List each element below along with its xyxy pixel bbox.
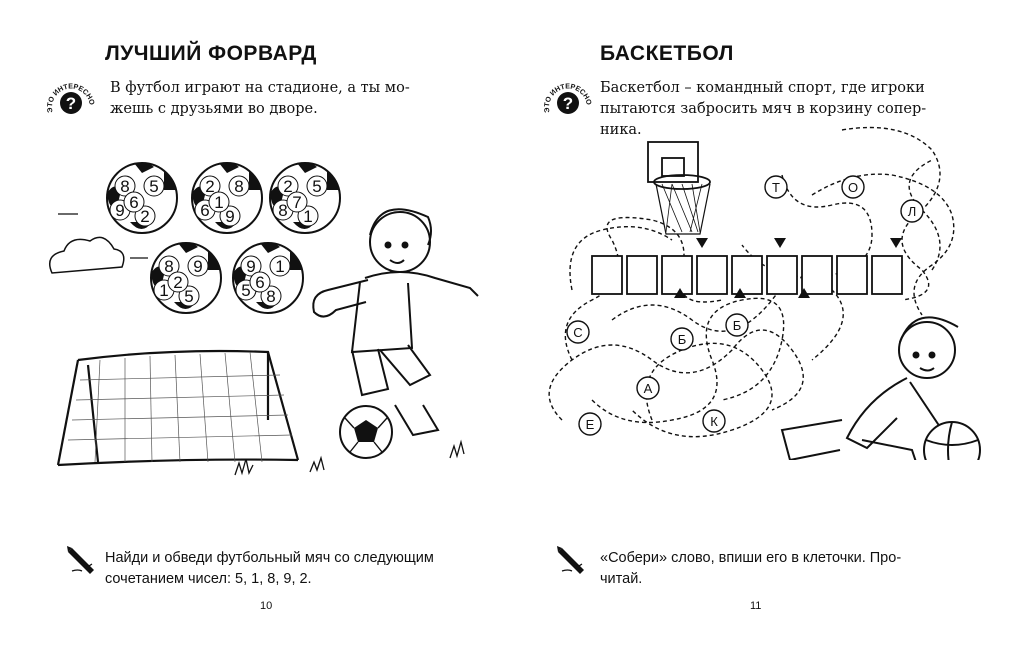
page-number-left: 10 xyxy=(260,600,273,612)
ball-number: 1 xyxy=(214,193,223,212)
svg-text:Б: Б xyxy=(733,318,742,333)
intro-text-left: В футбол играют на стадионе, а ты мо- же… xyxy=(110,78,472,120)
svg-text:Б: Б xyxy=(678,332,687,347)
ground-soccer-ball-drawing xyxy=(339,405,393,459)
ball-number: 8 xyxy=(164,257,173,276)
interesting-fact-badge-left: ЭТО ИНТЕРЕСНО ? xyxy=(46,81,96,114)
ball-number: 7 xyxy=(292,193,301,212)
intro-line: ника. xyxy=(600,122,642,138)
answer-grid xyxy=(591,255,903,295)
answer-cell[interactable] xyxy=(661,255,693,295)
maze-letter: Б xyxy=(670,327,694,351)
intro-line: жешь с друзьями во дворе. xyxy=(110,101,318,117)
svg-text:Л: Л xyxy=(908,204,917,219)
answer-cell[interactable] xyxy=(836,255,868,295)
ball-number: 2 xyxy=(205,177,214,196)
pencil-icon xyxy=(557,546,584,574)
answer-cell[interactable] xyxy=(696,255,728,295)
maze-letter: Б xyxy=(725,313,749,337)
basketball-hoop-drawing xyxy=(647,141,711,235)
ball-number: 5 xyxy=(149,177,158,196)
cloud-drawing xyxy=(49,236,125,274)
answer-cell[interactable] xyxy=(871,255,903,295)
ball-number: 9 xyxy=(225,207,234,226)
svg-text:К: К xyxy=(710,414,718,429)
maze-letter: С xyxy=(566,320,590,344)
svg-text:С: С xyxy=(573,325,582,340)
svg-text:Е: Е xyxy=(586,417,595,432)
answer-cell[interactable] xyxy=(626,255,658,295)
ball-number: 6 xyxy=(129,193,138,212)
goal-drawing xyxy=(56,349,300,467)
svg-text:?: ? xyxy=(563,94,573,113)
svg-text:А: А xyxy=(644,381,653,396)
intro-line: пытаются забросить мяч в корзину сопер- xyxy=(600,101,927,117)
ball-number: 1 xyxy=(159,281,168,300)
intro-line: В футбол играют на стадионе, а ты мо- xyxy=(110,80,410,96)
ball-number: 8 xyxy=(120,177,129,196)
goal-and-player-illustration xyxy=(56,208,479,476)
task-line: сочетанием чисел: 5, 1, 8, 9, 2. xyxy=(105,571,312,587)
ball-number: 9 xyxy=(193,257,202,276)
intro-text-right: Баскетбол – командный спорт, где игроки … xyxy=(600,78,962,141)
ball-number: 1 xyxy=(275,257,284,276)
ball-number: 6 xyxy=(200,201,209,220)
svg-text:Т: Т xyxy=(772,180,780,195)
ball-number: 5 xyxy=(241,281,250,300)
intro-line: Баскетбол – командный спорт, где игроки xyxy=(600,80,925,96)
maze-letter: Е xyxy=(578,412,602,436)
answer-cell[interactable] xyxy=(801,255,833,295)
ball-number: 8 xyxy=(266,287,275,306)
right-page: БАСКЕТБОЛ ЭТО ИНТЕРЕСНО ? Баскетбол – ко… xyxy=(512,0,1024,663)
ball-number: 2 xyxy=(173,273,182,292)
task-line: «Собери» слово, впиши его в клеточки. Пр… xyxy=(600,550,902,566)
ball-number: 6 xyxy=(255,273,264,292)
task-line: читай. xyxy=(600,571,643,587)
svg-text:О: О xyxy=(848,180,858,195)
left-page: ЛУЧШИЙ ФОРВАРД ЭТО ИНТЕРЕСНО ? В футбол … xyxy=(46,42,485,612)
page-title-left: ЛУЧШИЙ ФОРВАРД xyxy=(105,42,317,65)
basketball-player-drawing xyxy=(780,316,981,460)
maze-letter: Т xyxy=(764,175,788,199)
soccer-player-drawing xyxy=(312,208,479,437)
ball-number: 8 xyxy=(278,201,287,220)
maze-letter: К xyxy=(702,409,726,433)
ball-number: 9 xyxy=(246,257,255,276)
ball-number: 5 xyxy=(312,177,321,196)
page-number-right: 11 xyxy=(750,600,762,612)
interesting-fact-badge-right: ЭТО ИНТЕРЕСНО ? xyxy=(543,81,593,114)
ball-number: 8 xyxy=(234,177,243,196)
ball-number: 1 xyxy=(303,207,312,226)
svg-text:?: ? xyxy=(66,94,76,113)
ball-number: 2 xyxy=(140,207,149,226)
maze-letter: Л xyxy=(900,199,924,223)
task-text-right: «Собери» слово, впиши его в клеточки. Пр… xyxy=(600,548,980,590)
ball-number: 2 xyxy=(283,177,292,196)
task-line: Найди и обведи футбольный мяч со следующ… xyxy=(105,550,434,566)
page-title-right: БАСКЕТБОЛ xyxy=(600,42,734,65)
ball-number: 5 xyxy=(184,287,193,306)
task-text-left: Найди и обведи футбольный мяч со следующ… xyxy=(105,548,485,590)
answer-cell[interactable] xyxy=(731,255,763,295)
answer-cell[interactable] xyxy=(766,255,798,295)
ball-number: 9 xyxy=(115,201,124,220)
maze-letter: А xyxy=(636,376,660,400)
pencil-icon xyxy=(67,546,94,574)
answer-cell[interactable] xyxy=(591,255,623,295)
maze-letter: О xyxy=(841,175,865,199)
letter-maze-illustration: Т О Л С Б Б А Е К xyxy=(548,126,981,460)
